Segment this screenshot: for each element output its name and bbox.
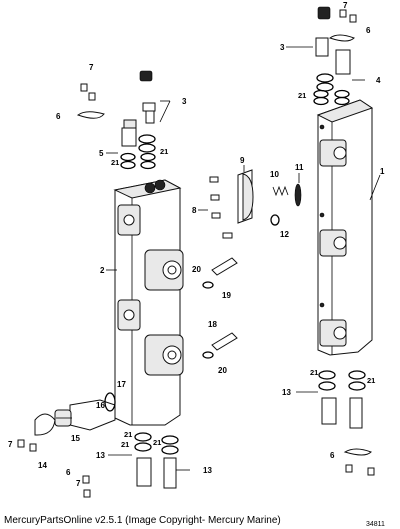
callout-7-top-right: 7 bbox=[343, 1, 348, 10]
callout-18: 18 bbox=[208, 320, 217, 329]
callout-21-top-left-a: 21 bbox=[111, 158, 119, 167]
callout-21-bottom-c: 21 bbox=[124, 430, 132, 439]
callout-3-top-right: 3 bbox=[280, 43, 285, 52]
leader-lines bbox=[56, 46, 381, 471]
callout-11: 11 bbox=[295, 163, 304, 172]
top-right-fitting-stack bbox=[313, 6, 357, 106]
callout-13-center: 13 bbox=[203, 466, 212, 475]
bottom-right-fitting-stack bbox=[318, 370, 375, 476]
callout-13-left: 13 bbox=[96, 451, 105, 460]
callout-7-bottom: 7 bbox=[76, 479, 81, 488]
callout-6-bottom-right: 6 bbox=[330, 451, 335, 460]
callout-4: 4 bbox=[376, 76, 381, 85]
callout-3-top-left: 3 bbox=[182, 97, 187, 106]
callout-14: 14 bbox=[38, 461, 47, 470]
top-left-fitting-stack bbox=[76, 70, 156, 170]
bottom-center-fitting-stack bbox=[82, 432, 179, 498]
callout-21-top-left-b: 21 bbox=[160, 147, 168, 156]
callout-12: 12 bbox=[280, 230, 289, 239]
callout-labels: 1 2 3 3 4 5 6 6 6 6 7 7 7 7 8 9 10 11 12… bbox=[8, 1, 385, 488]
copyright-footer: MercuryPartsOnline v2.5.1 (Image Copyrig… bbox=[4, 515, 281, 526]
callout-7-top-left: 7 bbox=[89, 63, 94, 72]
pressure-regulator-group bbox=[209, 169, 302, 239]
callout-10: 10 bbox=[270, 170, 279, 179]
callout-6-top-right: 6 bbox=[366, 26, 371, 35]
fuel-rail-right bbox=[316, 99, 374, 356]
callout-6-bottom-left: 6 bbox=[66, 468, 71, 477]
callout-20-lower: 20 bbox=[218, 366, 227, 375]
callout-21-bottom-a: 21 bbox=[121, 440, 129, 449]
callout-19: 19 bbox=[222, 291, 231, 300]
callout-16: 16 bbox=[96, 401, 105, 410]
fuel-rail-left bbox=[113, 179, 184, 426]
callout-2: 2 bbox=[100, 266, 105, 275]
callout-21-right-a: 21 bbox=[310, 368, 318, 377]
callout-17: 17 bbox=[117, 380, 126, 389]
figure-number: 34811 bbox=[366, 521, 385, 528]
callout-21-right-b: 21 bbox=[367, 376, 375, 385]
callout-13-right: 13 bbox=[282, 388, 291, 397]
callout-5: 5 bbox=[99, 149, 104, 158]
callout-8: 8 bbox=[192, 206, 197, 215]
callout-21-top-right: 21 bbox=[298, 91, 306, 100]
callout-21-bottom-b: 21 bbox=[153, 438, 161, 447]
callout-1: 1 bbox=[380, 167, 385, 176]
callout-15: 15 bbox=[71, 434, 80, 443]
callout-9: 9 bbox=[240, 156, 245, 165]
callout-20-upper: 20 bbox=[192, 265, 201, 274]
check-valve-fittings bbox=[202, 257, 238, 359]
injector-bottom-left bbox=[17, 392, 116, 452]
callout-6-top-left: 6 bbox=[56, 112, 61, 121]
callout-7-left: 7 bbox=[8, 440, 13, 449]
